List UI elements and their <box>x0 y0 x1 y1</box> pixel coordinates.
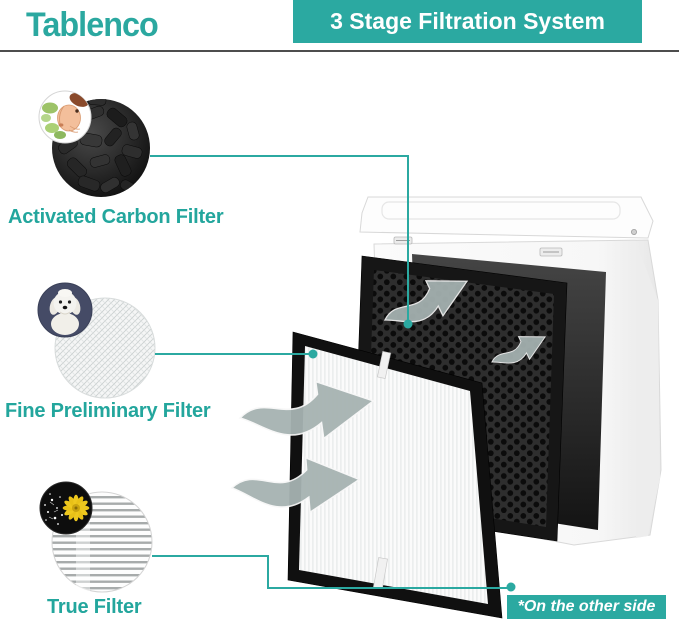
true-pleated-filter <box>229 331 503 619</box>
stage-label-activated-carbon: Activated Carbon Filter <box>8 206 224 228</box>
pollen-flower-photo-badge <box>39 481 93 535</box>
pet-dog-photo-badge <box>37 282 93 338</box>
stage-label-true-filter: True Filter <box>47 596 142 618</box>
connector-line-carbon <box>150 155 409 321</box>
title-banner: 3 Stage Filtration System <box>293 0 642 43</box>
lid-inner-rim <box>381 201 621 220</box>
connector-dot <box>308 349 318 359</box>
stage-label-fine-preliminary: Fine Preliminary Filter <box>5 400 211 422</box>
footnote-banner: *On the other side <box>507 595 666 619</box>
connector-line-true <box>152 555 507 589</box>
purifier-lid <box>359 196 654 239</box>
brand-logo: Tablenco <box>26 6 159 44</box>
pull-tab <box>376 351 392 379</box>
connector-dot <box>506 582 516 592</box>
header-divider <box>0 50 679 52</box>
connector-dot <box>403 319 413 329</box>
vent-slot <box>539 247 563 257</box>
yellow-flower <box>62 494 90 522</box>
vent-slot <box>393 236 413 245</box>
screw-detail <box>631 228 638 235</box>
purifier-side-shade <box>636 242 660 538</box>
odor-smell-cartoon-badge <box>38 90 92 144</box>
